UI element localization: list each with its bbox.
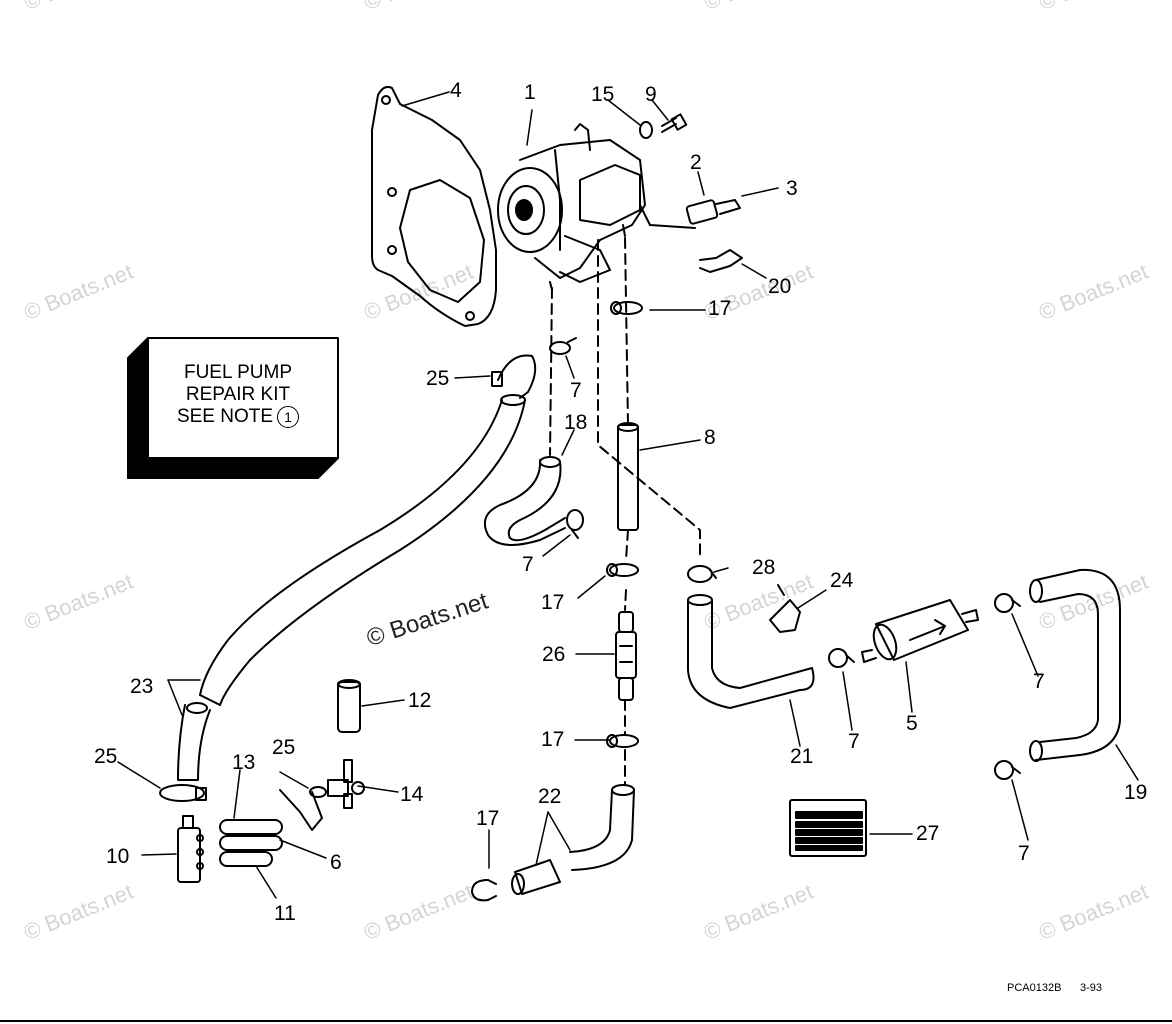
callout-3: 3 <box>786 177 798 200</box>
spring-clip <box>699 249 743 273</box>
repair-kit-box <box>127 337 339 479</box>
hose-clamp <box>994 760 1021 780</box>
callout-26: 26 <box>542 643 566 666</box>
hose-clamp <box>687 565 717 583</box>
callout-10: 10 <box>106 845 130 868</box>
hose-clamp <box>610 301 643 315</box>
assembly-lines <box>549 237 701 786</box>
washer <box>639 121 653 139</box>
callout-4: 4 <box>450 79 462 102</box>
callout-7: 7 <box>522 553 534 576</box>
callout-2: 2 <box>690 151 702 174</box>
callout-11: 11 <box>274 902 296 925</box>
mounting-bracket <box>371 85 497 327</box>
hose-clamp <box>566 509 584 539</box>
kit-line-1: FUEL PUMP <box>183 362 293 383</box>
callout-28: 28 <box>752 556 776 579</box>
u-shaped-hose <box>1029 568 1121 762</box>
hose-clamp <box>159 784 207 802</box>
short-hoses <box>219 819 283 867</box>
drawing-code: PCA0132B <box>1007 982 1062 994</box>
callout-6: 6 <box>330 851 342 874</box>
callout-21: 21 <box>790 745 814 768</box>
fuel-filter <box>861 599 979 663</box>
callout-15: 15 <box>591 83 615 106</box>
hose-piece <box>511 859 561 895</box>
elbow-hose <box>569 784 635 871</box>
fuel-pump <box>497 123 696 291</box>
callout-7: 7 <box>848 730 860 753</box>
callout-25: 25 <box>426 367 450 390</box>
fuel-manifold <box>177 815 204 883</box>
tee-fitting <box>327 759 365 809</box>
callout-7: 7 <box>570 379 582 402</box>
leader-lines <box>117 91 1139 899</box>
hose-piece <box>337 679 361 733</box>
callout-22: 22 <box>538 785 562 808</box>
callout-8: 8 <box>704 426 716 449</box>
hose-clamp <box>279 786 327 831</box>
callout-19: 19 <box>1124 781 1148 804</box>
callout-25: 25 <box>272 736 296 759</box>
hose-clamp <box>471 879 497 902</box>
hose-clamp <box>549 337 577 355</box>
hose-clamp <box>606 563 639 577</box>
note-number-badge: 1 <box>277 406 300 428</box>
callout-17: 17 <box>476 807 500 830</box>
inline-strainer <box>615 611 637 701</box>
callout-27: 27 <box>916 822 940 845</box>
callout-14: 14 <box>400 783 424 806</box>
callout-20: 20 <box>768 275 792 298</box>
decal-label <box>789 799 867 857</box>
callout-13: 13 <box>232 751 256 774</box>
callout-7: 7 <box>1033 670 1045 693</box>
callout-18: 18 <box>564 411 588 434</box>
callout-23: 23 <box>130 675 154 698</box>
curved-hose <box>484 456 566 546</box>
hose-clamp <box>828 648 855 668</box>
callout-17: 17 <box>541 728 565 751</box>
callout-1: 1 <box>524 81 536 104</box>
callout-25: 25 <box>94 745 118 768</box>
hose-clamp <box>491 354 537 399</box>
straight-hose <box>617 422 639 531</box>
fuel-hose-long <box>177 394 526 781</box>
callout-7: 7 <box>1018 842 1030 865</box>
callout-9: 9 <box>645 83 657 106</box>
kit-line-2: REPAIR KIT <box>185 384 291 405</box>
drawing-date: 3-93 <box>1080 982 1103 994</box>
fuel-connector <box>685 199 741 225</box>
callout-24: 24 <box>830 569 854 592</box>
hose-clamp <box>994 593 1021 613</box>
hose-clamp <box>606 734 639 748</box>
hose-bracket <box>769 584 801 633</box>
callout-12: 12 <box>408 689 432 712</box>
kit-note-text: SEE NOTE <box>176 406 274 428</box>
bottom-rule <box>0 1020 1172 1022</box>
callout-17: 17 <box>541 591 565 614</box>
callout-5: 5 <box>906 712 918 735</box>
screw <box>661 113 688 133</box>
callout-17: 17 <box>708 297 732 320</box>
bent-hose <box>687 594 815 709</box>
